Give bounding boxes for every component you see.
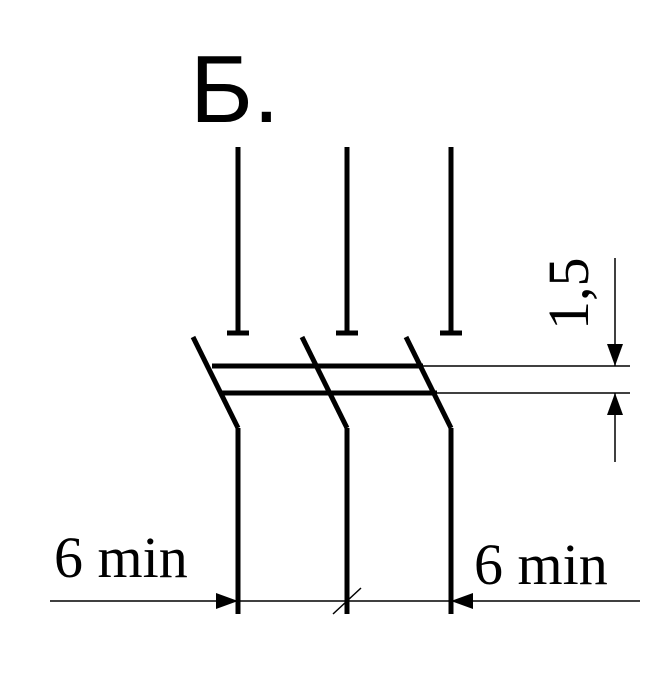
pole-2 <box>299 147 358 614</box>
pole-1-moving-contact <box>190 335 241 430</box>
mechanical-linkage <box>212 363 437 396</box>
spacing-dimension <box>50 587 640 615</box>
pole-3 <box>403 147 462 614</box>
height-dimension-label: 1,5 <box>536 258 601 331</box>
pole-1 <box>190 147 249 614</box>
left-spacing-arrow <box>216 593 238 609</box>
height-arrow-up <box>607 393 623 415</box>
pole-3-moving-contact <box>403 335 454 430</box>
pole-2-moving-contact <box>299 335 350 430</box>
middle-tick-mark <box>332 587 362 615</box>
left-spacing-label: 6 min <box>54 525 188 590</box>
diagram-title: Б. <box>190 36 280 143</box>
right-spacing-arrow <box>451 593 473 609</box>
height-arrow-down <box>607 344 623 366</box>
right-spacing-label: 6 min <box>474 532 608 597</box>
